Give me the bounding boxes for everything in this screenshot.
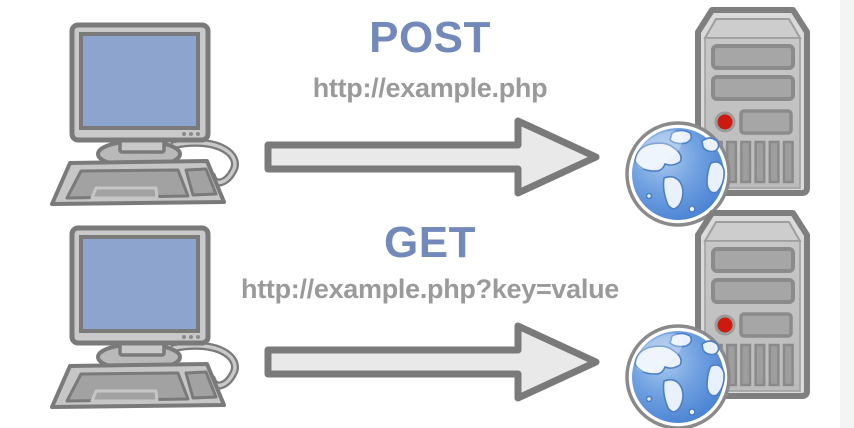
request-arrow-icon-get bbox=[262, 317, 602, 407]
right-edge-shade bbox=[840, 0, 854, 428]
method-label-get: GET bbox=[384, 218, 476, 267]
client-computer-icon-get bbox=[40, 213, 240, 413]
client-computer-icon-post bbox=[40, 10, 240, 210]
request-arrow-icon-post bbox=[262, 112, 602, 202]
request-url-get: http://example.php?key=value bbox=[241, 274, 619, 304]
web-server-icon-get bbox=[615, 203, 815, 428]
request-url-post: http://example.php bbox=[312, 73, 548, 103]
method-label-post: POST bbox=[369, 13, 491, 62]
